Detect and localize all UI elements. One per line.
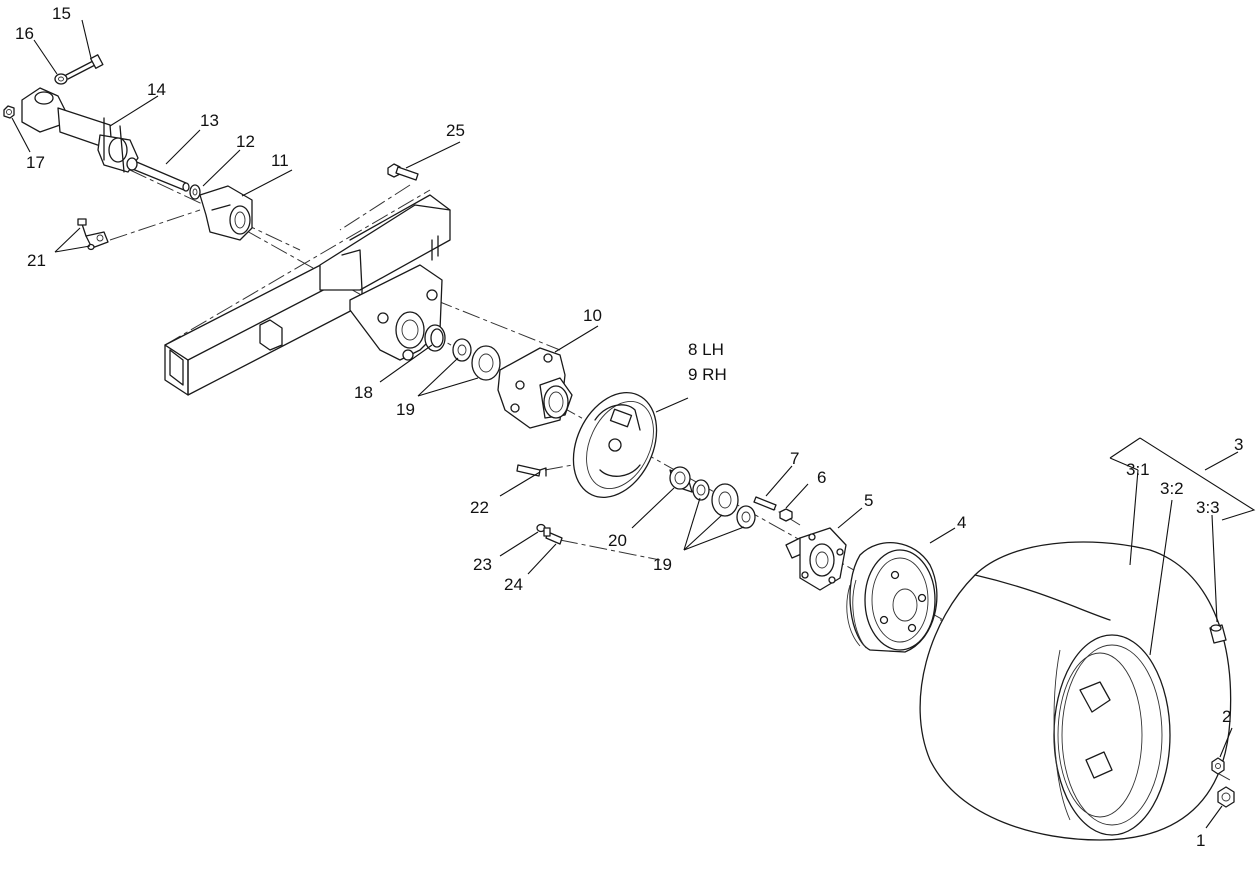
callout-20: 20 [608, 531, 627, 550]
part-18-seal [424, 324, 446, 352]
callout-11: 11 [271, 151, 289, 170]
part-21-screws [77, 218, 109, 251]
callout-22: 22 [470, 498, 489, 517]
part-15-bolt [65, 54, 104, 80]
part-6-nut [779, 508, 793, 522]
part-4-brake-drum [846, 542, 938, 653]
part-12-washer [189, 184, 201, 200]
callout-4: 4 [957, 513, 966, 532]
callout-17: 17 [26, 153, 45, 172]
callout-24: 24 [504, 575, 523, 594]
part-5-hub [785, 527, 847, 591]
part-13-shaft [126, 157, 190, 192]
part-24-screw [543, 527, 563, 545]
callout-15: 15 [52, 4, 71, 23]
callout-3-1: 3:1 [1126, 460, 1150, 479]
part-20-spacer [669, 466, 693, 493]
callout-13: 13 [200, 111, 219, 130]
part-25-bolt [387, 163, 419, 181]
part-10-spindle-housing [497, 347, 573, 429]
callout-labels: 1 2 3 3:1 3:2 3:3 4 5 6 7 8 LH 9 RH 10 1… [15, 4, 1243, 850]
part-17-nut [3, 105, 15, 119]
part-16-washer [54, 73, 68, 85]
callout-8-lh: 8 LH [688, 340, 724, 359]
callout-18: 18 [354, 383, 373, 402]
part-11-clevis [199, 185, 253, 241]
callout-14: 14 [147, 80, 166, 99]
callout-10: 10 [583, 306, 602, 325]
part-19-bearings-outer [692, 479, 756, 529]
part-22-pin [516, 464, 547, 477]
callout-25: 25 [446, 121, 465, 140]
callout-3: 3 [1234, 435, 1243, 454]
callout-7: 7 [790, 449, 799, 468]
callout-16: 16 [15, 24, 34, 43]
part-7-stud [753, 496, 777, 511]
callout-19-outer: 19 [653, 555, 672, 574]
part-8-9-brake-assembly [572, 391, 658, 499]
part-19-bearings-inner [452, 338, 501, 381]
callout-5: 5 [864, 491, 873, 510]
callout-9-rh: 9 RH [688, 365, 727, 384]
part-1-lug-nut [1217, 786, 1235, 808]
callout-1: 1 [1196, 831, 1205, 850]
callout-23: 23 [473, 555, 492, 574]
callout-3-2: 3:2 [1160, 479, 1184, 498]
leader-lines [11, 19, 1256, 829]
callout-3-3: 3:3 [1196, 498, 1220, 517]
callout-6: 6 [817, 468, 826, 487]
callout-19-inner: 19 [396, 400, 415, 419]
callout-2: 2 [1222, 707, 1231, 726]
axle-frame [164, 194, 451, 396]
part-3-tire-wheel [919, 541, 1232, 841]
callout-21: 21 [27, 251, 46, 270]
part-2-lug-nut [1211, 757, 1225, 775]
callout-12: 12 [236, 132, 255, 151]
part-3-3-valve-stem [1209, 624, 1227, 644]
